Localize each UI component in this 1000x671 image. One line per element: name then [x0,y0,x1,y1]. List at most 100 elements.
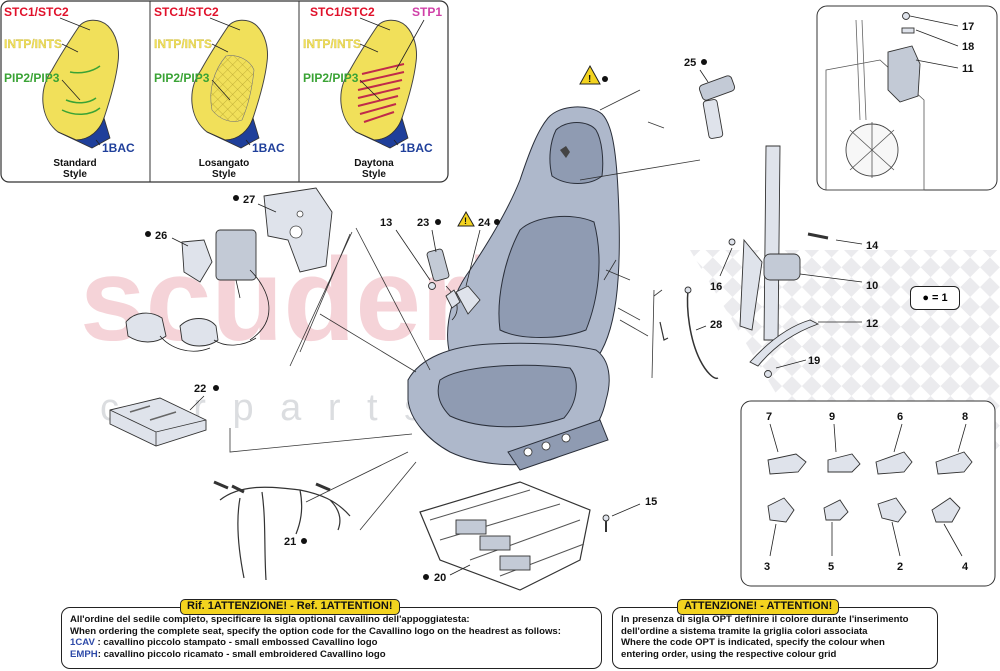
seat-base-illustration [355,116,409,149]
warning-triangle-icon [457,210,475,227]
belt-retractor-illustration [763,253,801,281]
code-bac: 1BAC [400,141,433,155]
bolt-illustration [902,12,910,20]
part-label: 26 [155,230,167,242]
seat-switch-icon [541,441,551,451]
part-label: 8 [962,411,968,423]
assembly-guide-lines [229,89,701,531]
bullet-icon [145,231,151,237]
bullet-icon [301,538,307,544]
wiring-harness-illustration [219,486,351,581]
part-label: 19 [808,355,820,367]
seat-belt-buckle-illustration [426,248,450,282]
code-intp: INTP/INTS [154,37,212,51]
style-daytona: STC1/STC2 STP1 INTP/INTS PIP2/PIP3 1BAC … [303,5,442,180]
note-title: Rif. 1ATTENZIONE! - Ref. 1ATTENTION! [180,599,400,615]
belt-anchor-bar-illustration [749,319,820,367]
frame-motor-illustration [479,535,511,551]
part-label: 20 [434,572,446,584]
bullet-icon [701,59,707,65]
note-line: entering order, using the respective col… [621,648,837,660]
bullet-icon [435,219,441,225]
backrest-insert-illustration [498,215,600,338]
buckle-group: 13 23 ! 24 [380,210,500,321]
release-cable-group: 28 [659,286,722,380]
daytona-stripes-illustration [357,63,405,123]
note-line: EMPH: cavallino piccolo ricamato - small… [70,649,593,661]
option-description: : cavallino piccolo stampato - small emb… [94,637,378,649]
note-line: Where the code OPT is indicated, specify… [621,637,885,649]
part-label: 23 [417,217,429,229]
backrest-panel-group: 27 26 [125,187,333,352]
washer-illustration [428,282,436,290]
part-label: 28 [710,319,722,331]
leader-lines [59,17,101,146]
part-label: 4 [962,561,969,573]
style-name-suffix: Style [63,169,87,180]
style-name: Standard [53,158,96,169]
air-bladder-illustration [125,312,167,343]
piping-illustration [61,65,101,115]
lumbar-motor-illustration [215,229,257,281]
note-cavallino-logo: Rif. 1ATTENZIONE! - Ref. 1ATTENTION! All… [61,599,602,669]
note-line: When ordering the complete seat, specify… [70,625,561,637]
headrest-actuator-group: 25 [684,57,736,139]
seat-base-illustration [57,116,111,149]
bullet-icon [213,385,219,391]
belt-pin-illustration [807,232,829,240]
code-pip: PIP2/PIP3 [303,71,359,85]
part-label: 13 [380,217,392,229]
part-label: 22 [194,383,206,395]
option-code: 1CAV [70,637,95,649]
actuator-shaft-illustration [702,99,724,139]
style-name-suffix: Style [212,169,236,180]
clip-illustration [827,453,861,473]
spacer-illustration [901,27,915,34]
part-label: 24 [478,217,491,229]
belt-clip-illustration [728,238,736,246]
part-label: 5 [828,561,834,573]
control-unit-illustration [109,397,207,447]
actuator-motor-illustration [698,75,736,101]
code-stc: STC1/STC2 [4,5,69,19]
clip-illustration [767,497,795,523]
clip-illustration [877,497,907,523]
frame-motor-illustration [455,519,487,535]
bullet-icon [602,76,608,82]
code-stc: STC1/STC2 [310,5,375,19]
screw-illustration [602,514,610,522]
code-stc: STC1/STC2 [154,5,219,19]
part-label: 14 [866,240,879,252]
seat-switch-icon [561,433,571,443]
part-label: 6 [897,411,903,423]
air-bladder-illustration [179,318,219,347]
style-name-suffix: Style [362,169,386,180]
bullet-icon [233,195,239,201]
note-title: ATTENZIONE! - ATTENTION! [677,599,840,615]
part-label: 2 [897,561,903,573]
clip-illustration [935,451,973,475]
code-stp: STP1 [412,5,442,19]
seat-frame-group: 20 15 [419,481,657,591]
control-unit-group: 22 [109,383,219,447]
wiring-harness-group: 21 [213,480,351,581]
belt-guide-illustration [887,45,921,103]
leader-lines [209,17,251,146]
legend-box: ● = 1 [910,286,960,310]
part-label: 3 [764,561,770,573]
option-description: : cavallino piccolo ricamato - small emb… [97,648,386,660]
style-name: Losangato [199,158,250,169]
clips-detail-box: 7 9 6 8 3 5 2 4 [740,400,996,587]
seat-frame-illustration [419,481,591,591]
code-pip: PIP2/PIP3 [154,71,210,85]
release-cable-illustration [686,289,719,380]
code-intp: INTP/INTS [4,37,62,51]
seat-assembly: ! [407,64,620,471]
style-options-panel: STC1/STC2 INTP/INTS PIP2/PIP3 1BAC Stand… [0,0,449,183]
cavallino-logo-icon [560,146,570,158]
lumbar-support-illustration [181,239,213,283]
part-label: 15 [645,496,657,508]
clip-illustration [767,453,807,475]
note-colour-grid: ATTENZIONE! - ATTENTION! In presenza di … [612,599,938,669]
